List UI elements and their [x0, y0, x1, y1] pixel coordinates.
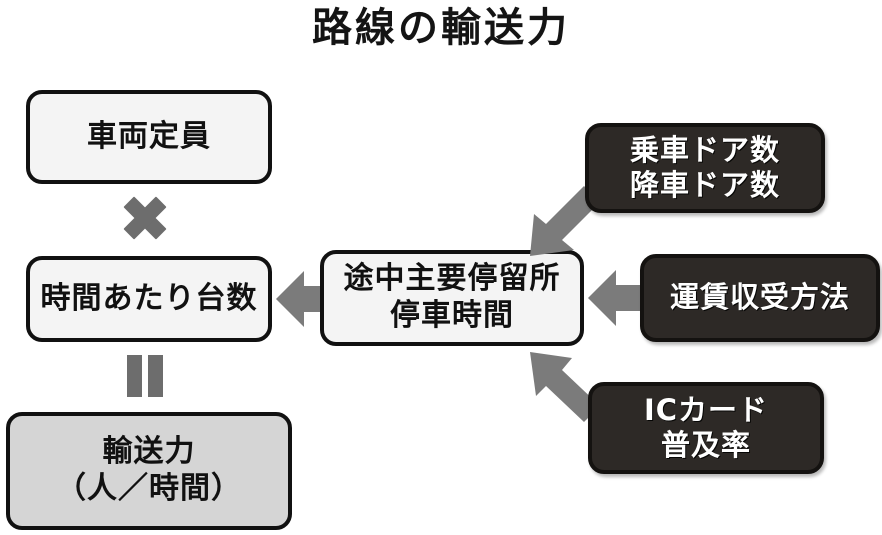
equals-bar-top: [127, 355, 142, 397]
equals-bar-bottom: [148, 355, 163, 397]
node-door-counts[interactable]: 乗車ドア数 降車ドア数: [585, 123, 825, 213]
node-ic-card[interactable]: ICカード 普及率: [588, 382, 824, 474]
node-vehicle-capacity-label: 車両定員: [87, 118, 211, 154]
node-ic-card-label: ICカード 普及率: [643, 392, 769, 462]
node-transport-capacity-label: 輸送力 （人／時間）: [56, 434, 242, 506]
arrow-doors-to-dwell: [528, 186, 600, 258]
node-transport-capacity[interactable]: 輸送力 （人／時間）: [6, 412, 292, 530]
node-vehicle-capacity[interactable]: 車両定員: [26, 90, 272, 184]
node-fare-collection[interactable]: 運賃収受方法: [640, 254, 880, 342]
node-dwell-time[interactable]: 途中主要停留所 停車時間: [320, 250, 584, 346]
node-fare-collection-label: 運賃収受方法: [669, 280, 850, 315]
arrow-dwell-to-vehicles-per-hour: [276, 267, 338, 331]
page-title: 路線の輸送力: [312, 5, 570, 51]
arrow-fare-to-dwell: [588, 266, 648, 330]
arrow-iccard-to-dwell: [528, 350, 600, 422]
multiply-operator-icon: [122, 195, 168, 241]
node-dwell-time-label: 途中主要停留所 停車時間: [343, 261, 561, 333]
node-vehicles-per-hour[interactable]: 時間あたり台数: [26, 256, 272, 342]
node-door-counts-label: 乗車ドア数 降車ドア数: [629, 132, 780, 202]
equals-operator-icon: [125, 355, 165, 397]
node-vehicles-per-hour-label: 時間あたり台数: [40, 280, 258, 316]
